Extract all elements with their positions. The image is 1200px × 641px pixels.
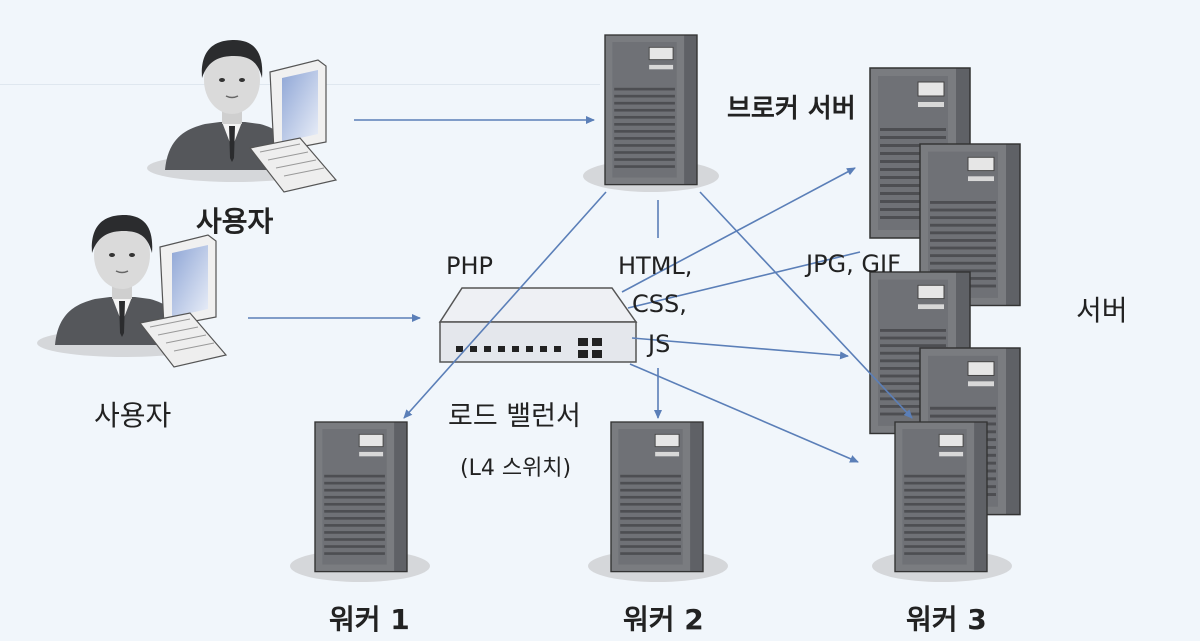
arrow-loadbalancer-to-server4 xyxy=(629,363,859,463)
worker2-label: 워커 2 xyxy=(623,603,704,636)
arrow-loadbalancer-to-server2 xyxy=(627,251,861,309)
l4-switch-label: (L4 스위치) xyxy=(460,456,572,481)
user-label-bottom: 사용자 xyxy=(94,399,172,432)
worker3-label: 워커 3 xyxy=(906,603,987,636)
load-balancer-label: 로드 밸런서 xyxy=(448,401,581,432)
user-label-top: 사용자 xyxy=(196,205,274,238)
arrow-loadbalancer-to-server1 xyxy=(621,167,856,293)
jpg-gif-label: JPG, GIF xyxy=(806,250,901,278)
arrow-loadbalancer-to-server3 xyxy=(631,337,849,360)
arrow-broker-to-worker1 xyxy=(403,191,607,419)
server-tower-icon xyxy=(872,421,1012,582)
network-switch-icon xyxy=(438,287,638,363)
php-label: PHP xyxy=(446,252,493,280)
worker1-label: 워커 1 xyxy=(329,603,410,636)
server-cluster-label: 서버 xyxy=(1076,294,1128,327)
css-label: CSS, xyxy=(632,290,687,318)
user-computer-icon xyxy=(146,39,337,193)
js-label: JS xyxy=(648,330,671,358)
server-tower-icon xyxy=(588,421,728,582)
arrow-broker-to-worker3 xyxy=(699,191,913,419)
server-tower-icon xyxy=(290,421,430,582)
broker-server-label: 브로커 서버 xyxy=(727,94,856,124)
server-tower-icon xyxy=(583,34,719,192)
html-label: HTML, xyxy=(618,252,693,280)
connection-arrows xyxy=(248,116,913,463)
